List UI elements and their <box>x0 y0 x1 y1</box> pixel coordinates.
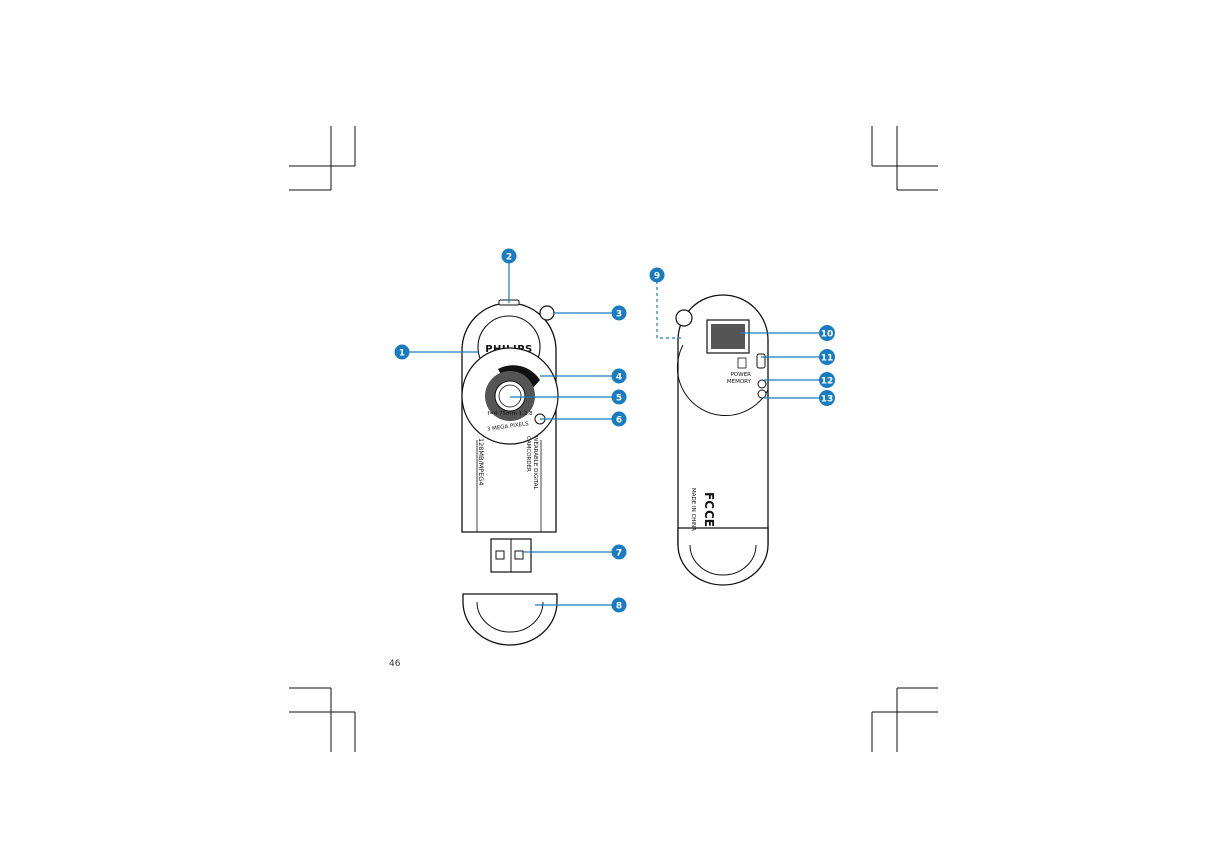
callout-9: 9 <box>649 267 665 283</box>
callout-markers: 1 2 3 4 5 6 7 8 9 10 11 12 13 <box>394 248 835 613</box>
compliance-text: MADE IN CHINA <box>690 488 696 531</box>
callout-4: 4 <box>611 368 627 384</box>
svg-text:4: 4 <box>616 373 622 383</box>
callout-5: 5 <box>611 389 627 405</box>
svg-text:10: 10 <box>821 330 834 340</box>
svg-text:2: 2 <box>506 253 512 263</box>
memory-label: MEMORY <box>727 379 752 385</box>
camcorder-front: PHILIPS f=4.75mm 1:2.8 3 MEGA PIXELS 128… <box>461 299 559 646</box>
svg-text:8: 8 <box>616 602 622 612</box>
camcorder-back: POWER MEMORY FC CE MADE IN CHINA <box>675 294 769 586</box>
svg-text:7: 7 <box>616 549 622 559</box>
callout-12: 12 <box>819 372 835 388</box>
callout-13: 13 <box>819 390 835 406</box>
megapixels-text: 3 MEGA PIXELS <box>487 421 530 433</box>
callout-8: 8 <box>611 597 627 613</box>
power-label: POWER <box>731 372 752 378</box>
svg-text:3: 3 <box>616 310 622 320</box>
page-number: 46 <box>389 659 401 669</box>
product-text-1: WEARABLE DIGITAL <box>532 436 538 491</box>
callout-7: 7 <box>611 544 627 560</box>
svg-text:12: 12 <box>821 377 834 387</box>
crop-marks <box>289 126 938 752</box>
product-text-2: CAMCORDER <box>525 436 531 472</box>
svg-text:1: 1 <box>399 349 405 359</box>
callout-11: 11 <box>819 349 835 365</box>
svg-text:13: 13 <box>821 395 834 405</box>
svg-text:5: 5 <box>616 394 622 404</box>
capacity-text: 128MB/MPEG4 <box>477 438 485 485</box>
callout-3: 3 <box>611 305 627 321</box>
callout-2: 2 <box>501 248 517 264</box>
callout-leaders <box>409 262 819 606</box>
svg-text:9: 9 <box>654 272 660 282</box>
callout-6: 6 <box>611 411 627 427</box>
callout-10: 10 <box>819 325 835 341</box>
fcc-logo: FC <box>702 492 716 509</box>
svg-text:11: 11 <box>821 354 834 364</box>
lens-ring-text: f=4.75mm 1:2.8 <box>487 411 533 417</box>
ce-logo: CE <box>702 510 716 527</box>
svg-text:6: 6 <box>616 416 622 426</box>
callout-1: 1 <box>394 344 410 360</box>
lcd-screen <box>711 324 745 349</box>
